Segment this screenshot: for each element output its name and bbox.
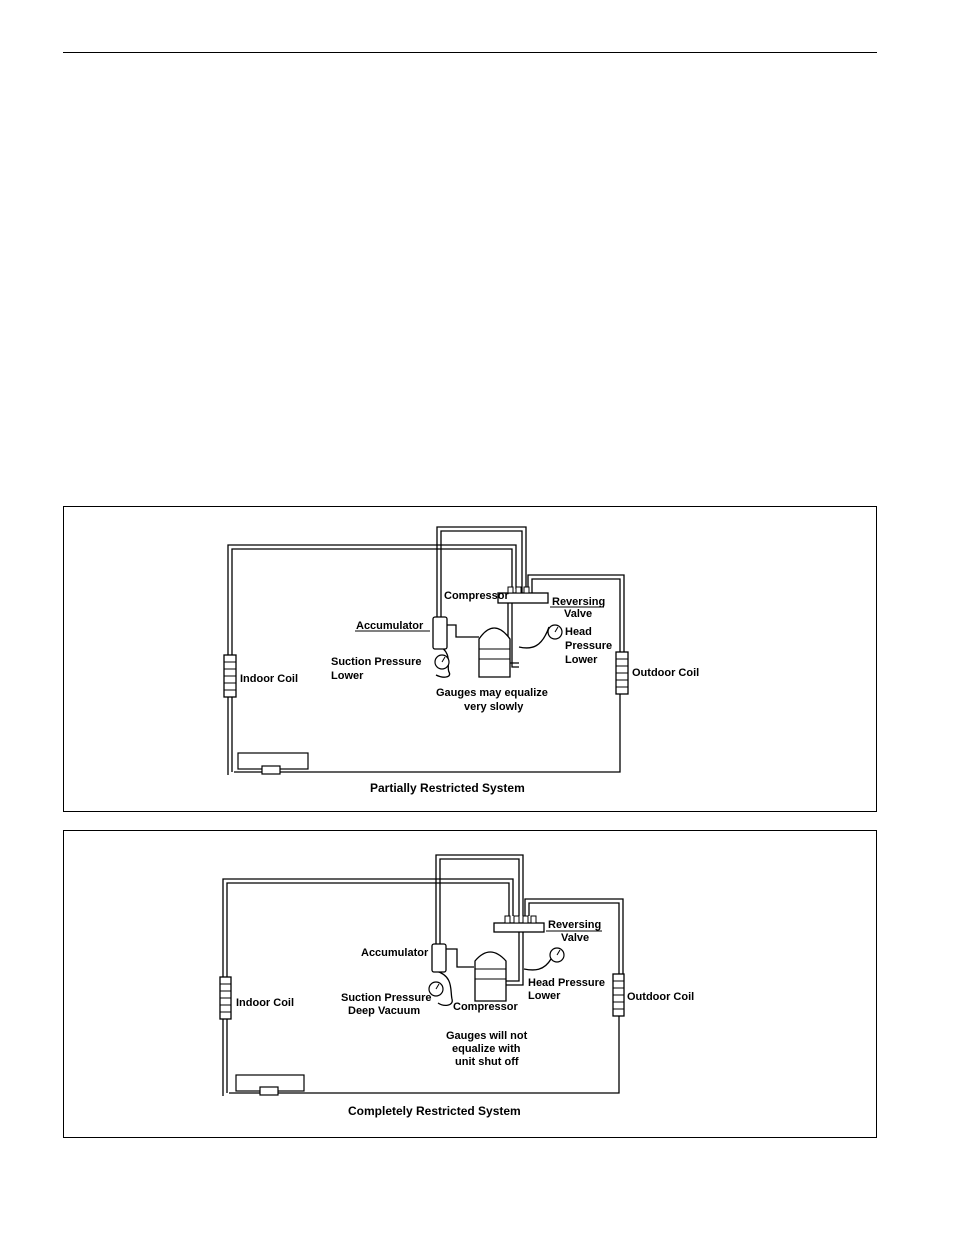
gauges-note: Gauges will not <box>446 1030 528 1042</box>
gauges-note: Gauges may equalize <box>436 687 548 699</box>
head-pressure-label-2: Lower <box>528 990 561 1002</box>
reversing-valve-label-2: Valve <box>561 932 589 944</box>
gauges-note-2: very slowly <box>464 701 524 713</box>
compressor <box>474 951 507 1002</box>
accumulator <box>431 943 447 973</box>
head-pressure-label-2: Pressure <box>565 640 612 652</box>
figure-completely-restricted: Reversing Valve Accumulator Suction Pres… <box>63 830 877 1138</box>
header-rule <box>63 52 877 53</box>
reversing-valve <box>497 592 549 604</box>
figure-partially-restricted: Compressor Reversing Valve Accumulator S… <box>63 506 877 812</box>
figure-caption: Partially Restricted System <box>370 781 525 795</box>
indoor-coil-label: Indoor Coil <box>236 997 294 1009</box>
gauges-note-2: equalize with <box>452 1043 521 1055</box>
gauges-note-3: unit shut off <box>455 1056 519 1068</box>
reversing-valve-label-2: Valve <box>564 608 592 620</box>
compressor-label: Compressor <box>453 1001 519 1013</box>
indoor-coil-label: Indoor Coil <box>240 673 298 685</box>
compressor <box>478 627 511 678</box>
accumulator-label: Accumulator <box>356 620 424 632</box>
accumulator <box>432 616 448 650</box>
outdoor-coil-label: Outdoor Coil <box>632 667 699 679</box>
compressor-label: Compressor <box>444 590 510 602</box>
accumulator-label: Accumulator <box>361 947 429 959</box>
refrigerant-circuit-diagram: Reversing Valve Accumulator Suction Pres… <box>219 854 694 1118</box>
head-pressure-label-3: Lower <box>565 654 598 666</box>
suction-pressure-sub: Lower <box>331 670 364 682</box>
reversing-valve <box>493 922 545 933</box>
reversing-valve-label: Reversing <box>552 596 605 608</box>
reversing-valve-label: Reversing <box>548 919 601 931</box>
head-pressure-label: Head <box>565 626 592 638</box>
head-pressure-label: Head Pressure <box>528 977 605 989</box>
figure-caption: Completely Restricted System <box>348 1104 521 1118</box>
suction-pressure-sub: Deep Vacuum <box>348 1005 420 1017</box>
suction-pressure-label: Suction Pressure <box>331 656 421 668</box>
refrigerant-circuit-diagram: Compressor Reversing Valve Accumulator S… <box>223 526 699 795</box>
outdoor-coil-label: Outdoor Coil <box>627 991 694 1003</box>
suction-pressure-label: Suction Pressure <box>341 992 431 1004</box>
